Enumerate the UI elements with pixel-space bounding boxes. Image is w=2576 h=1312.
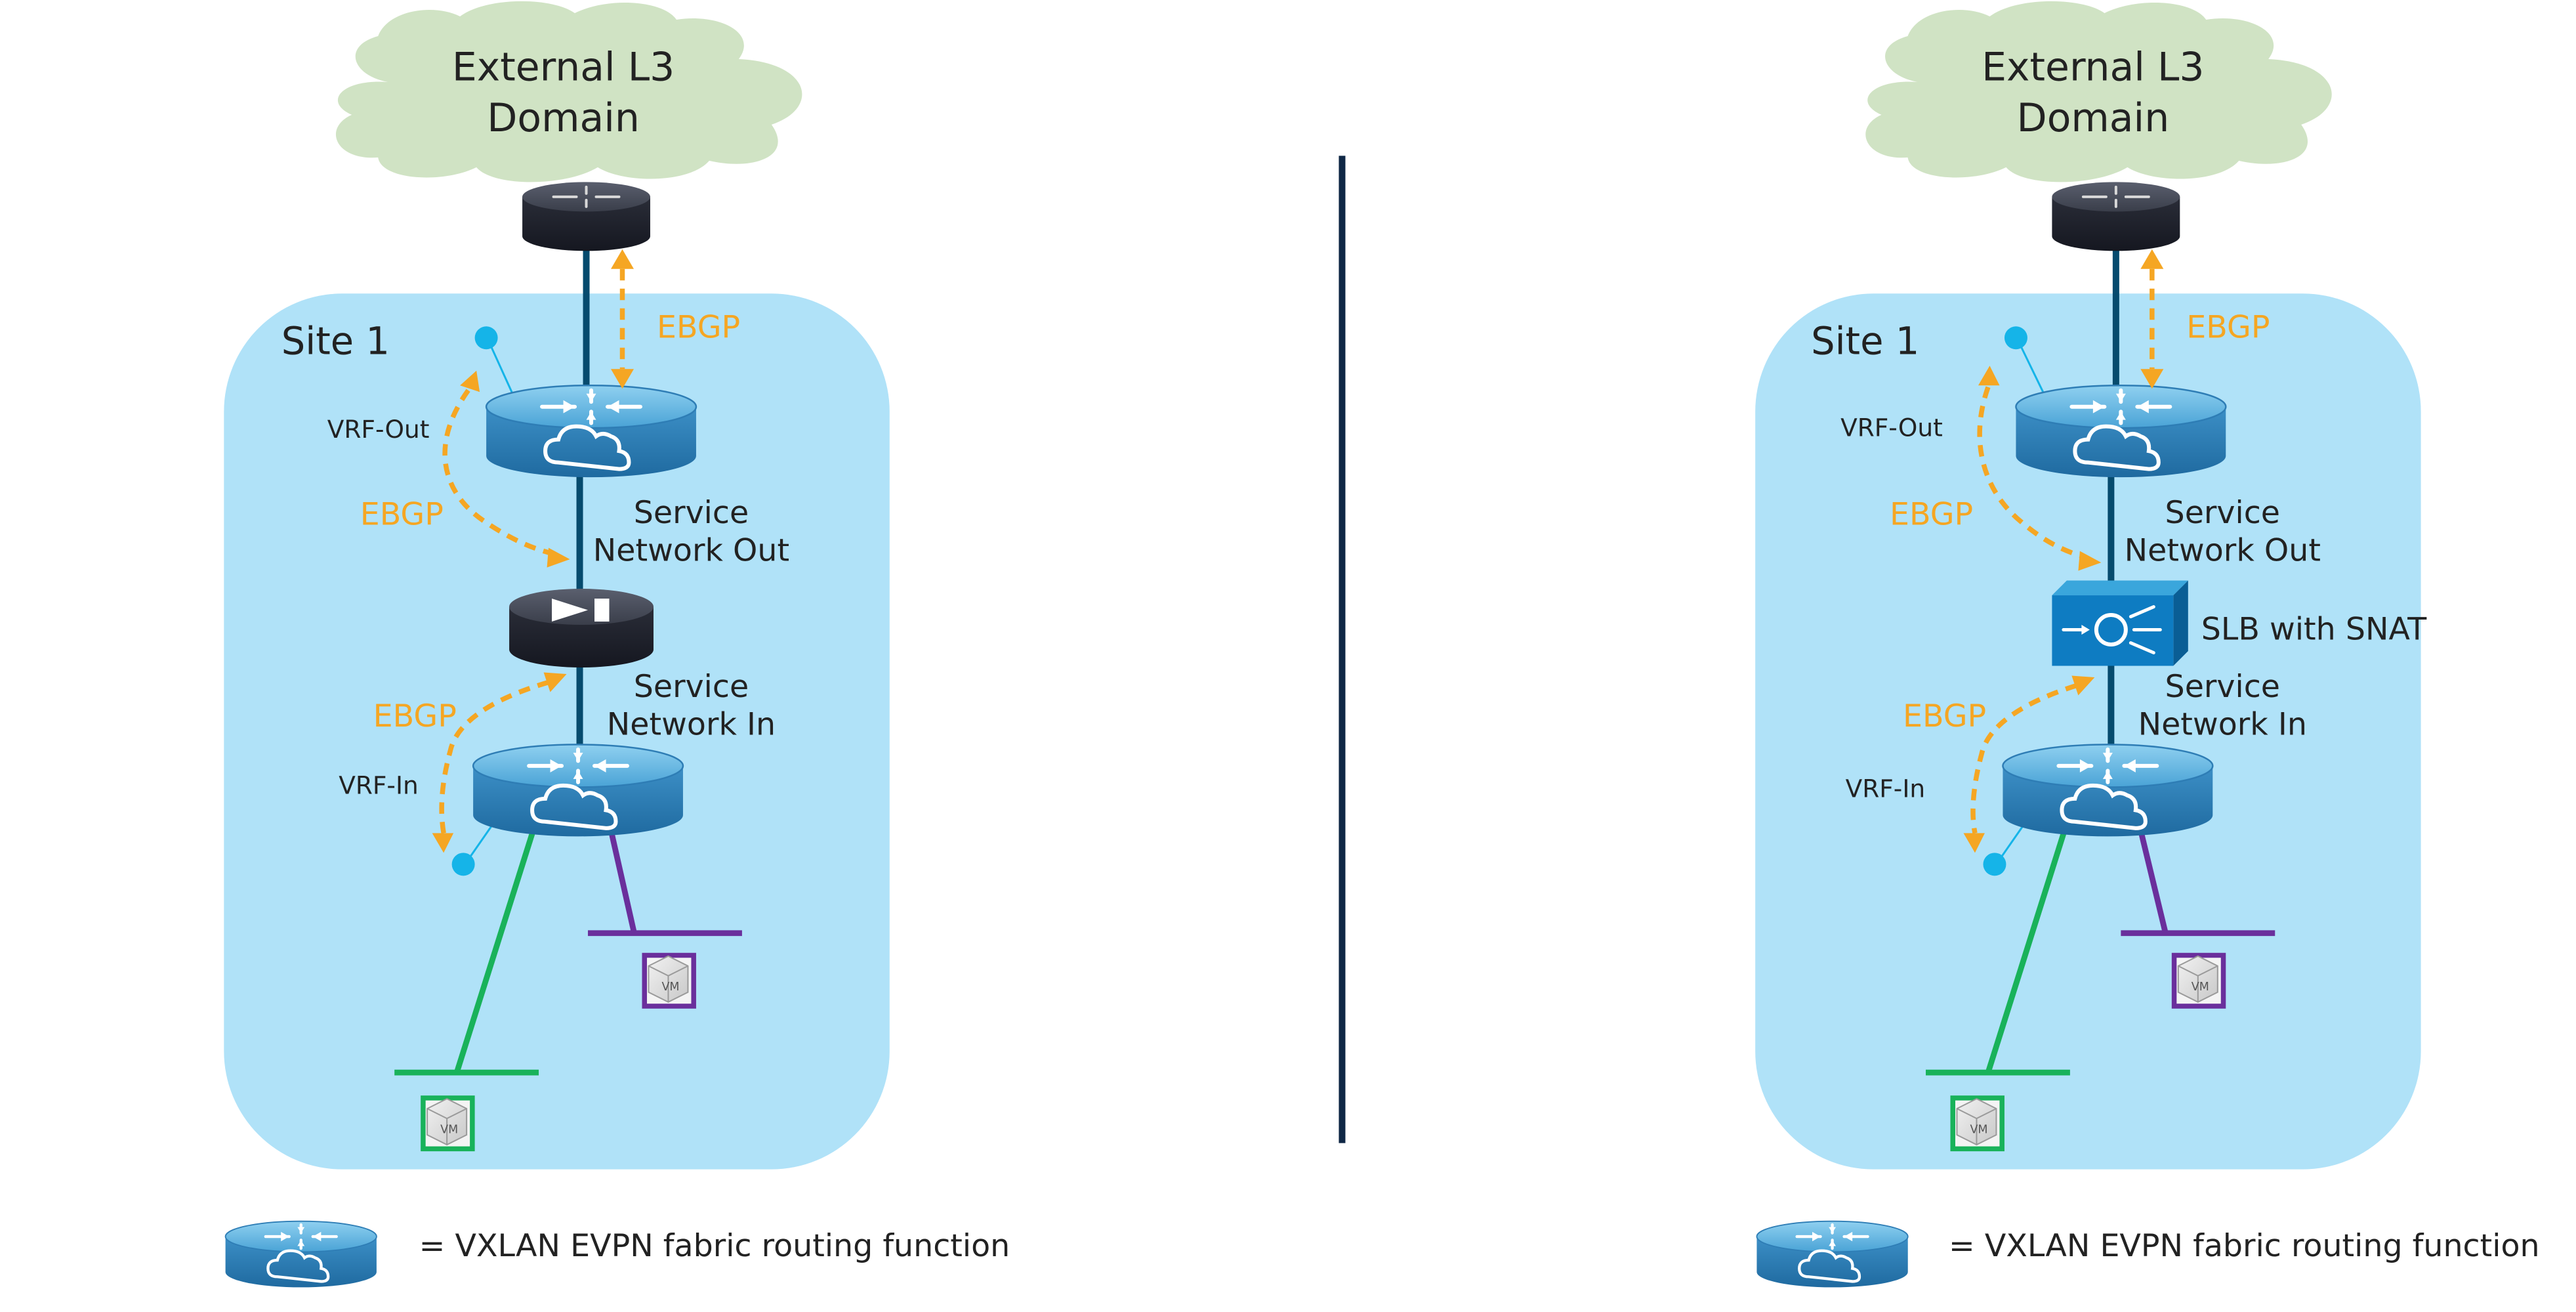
vrf-out-label: VRF-Out (327, 415, 430, 444)
vrf-out-dot (474, 326, 498, 350)
purple-link (608, 829, 637, 933)
ebgp-low-arrowheads (1963, 675, 2095, 853)
ebgp-low-label: EBGP (1903, 698, 1986, 734)
vrf-out-dot-tether (2016, 339, 2045, 394)
service-out-label-1: Service (634, 495, 749, 531)
green-link (453, 822, 539, 1074)
left-panel: External L3 Domain Site 1 (224, 1, 1010, 1288)
vrf-in-dot (1983, 853, 2006, 876)
vrf-in-label: VRF-In (339, 771, 419, 799)
external-router (521, 180, 652, 253)
svg-text:VM: VM (661, 981, 679, 994)
external-l3-cloud: External L3 Domain (1865, 1, 2332, 182)
legend-text: = VXLAN EVPN fabric routing function (1949, 1228, 2540, 1264)
ebgp-session-low (439, 679, 550, 834)
vrf-out-label: VRF-Out (1840, 413, 1943, 442)
ebgp-session-mid (1977, 386, 2087, 561)
ebgp-mid-label: EBGP (1890, 497, 1973, 533)
service-in-label-2: Network In (2138, 706, 2307, 742)
external-l3-cloud: External L3 Domain (335, 1, 802, 182)
ebgp-top-label: EBGP (657, 310, 740, 346)
slb-label: SLB with SNAT (2201, 612, 2427, 648)
right-panel: External L3 Domain Site 1 (1755, 1, 2540, 1288)
vrf-out-dot (2004, 326, 2027, 350)
ebgp-low-arrowheads (432, 672, 567, 853)
legend-text: = VXLAN EVPN fabric routing function (419, 1228, 1010, 1264)
vrf-out-dot-tether (487, 339, 514, 394)
vrf-out-fabric-router (486, 385, 696, 477)
cloud-label-line2: Domain (2017, 95, 2170, 141)
vrf-out-fabric-router (2016, 385, 2226, 477)
ebgp-session-low (1970, 683, 2078, 834)
svg-text:VM: VM (1970, 1124, 1987, 1137)
slb-appliance (2052, 580, 2188, 666)
cloud-label-line2: Domain (487, 95, 640, 141)
service-in-label-1: Service (2165, 669, 2280, 705)
ebgp-low-label: EBGP (373, 698, 457, 734)
service-in-label-1: Service (634, 669, 749, 705)
vrf-in-fabric-router (2003, 744, 2212, 836)
ebgp-mid-label: EBGP (360, 497, 444, 533)
service-out-label-1: Service (2165, 495, 2280, 531)
service-in-label-2: Network In (607, 706, 776, 742)
cloud-label-line1: External L3 (1982, 44, 2204, 90)
svg-text:VM: VM (2192, 981, 2209, 994)
service-node-dark (509, 589, 654, 667)
service-out-label-2: Network Out (2125, 533, 2321, 569)
vm-green: VM (421, 1095, 475, 1152)
legend-fabric-router-icon (226, 1221, 377, 1288)
svg-text:VM: VM (440, 1124, 458, 1137)
site-label: Site 1 (281, 320, 390, 364)
vm-purple: VM (2171, 952, 2226, 1009)
ebgp-session-mid (442, 389, 556, 557)
site-label: Site 1 (1811, 320, 1919, 364)
legend-fabric-router-icon (1756, 1221, 1907, 1288)
vrf-in-fabric-router (473, 744, 683, 836)
service-out-label-2: Network Out (593, 533, 789, 569)
external-router (2050, 180, 2182, 253)
vm-purple: VM (642, 952, 696, 1009)
vrf-in-label: VRF-In (1846, 774, 1926, 803)
vm-green: VM (1950, 1095, 2005, 1152)
site-1-area (224, 293, 890, 1170)
ebgp-top-label: EBGP (2186, 310, 2270, 346)
cloud-label-line1: External L3 (452, 44, 675, 90)
vrf-in-dot (451, 853, 475, 876)
site-1-area (1755, 293, 2421, 1170)
green-link (1985, 822, 2070, 1074)
purple-link (2138, 829, 2169, 933)
